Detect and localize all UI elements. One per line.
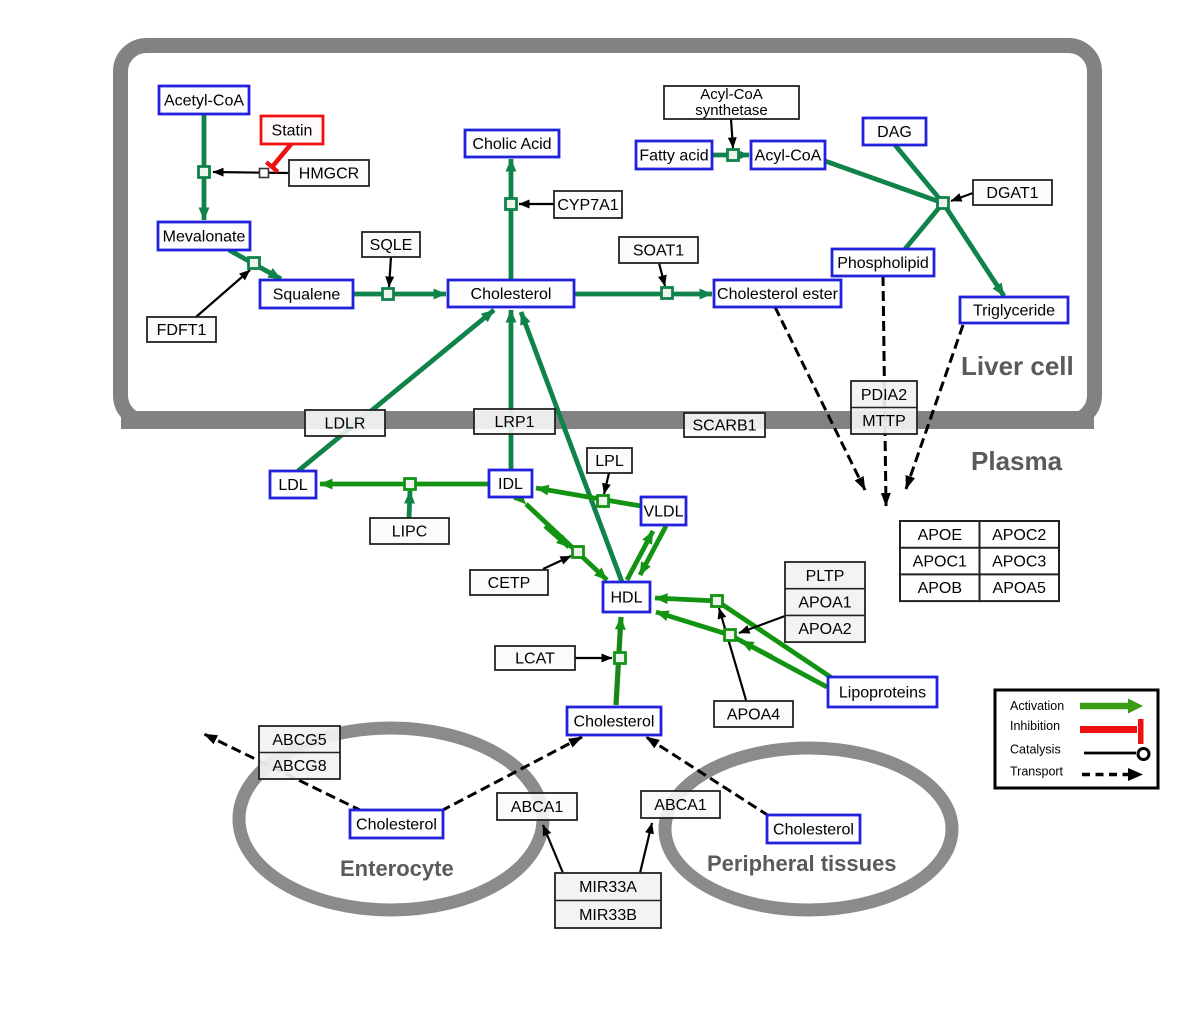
svg-text:CETP: CETP [488,575,531,592]
svg-text:CYP7A1: CYP7A1 [557,197,618,214]
svg-text:ABCG8: ABCG8 [272,758,326,775]
svg-text:synthetase: synthetase [695,102,768,119]
svg-text:ABCA1: ABCA1 [654,797,707,814]
svg-text:Acyl-CoA: Acyl-CoA [755,148,822,165]
svg-text:Acyl-CoA: Acyl-CoA [700,86,763,103]
svg-text:VLDL: VLDL [643,504,683,521]
svg-text:LPL: LPL [595,453,624,470]
svg-text:APOA1: APOA1 [798,595,851,612]
svg-text:LRP1: LRP1 [494,414,534,431]
svg-text:Transport: Transport [1010,765,1064,779]
svg-text:APOC1: APOC1 [913,554,967,571]
svg-text:APOE: APOE [918,527,962,544]
svg-text:FDFT1: FDFT1 [157,322,207,339]
svg-text:LCAT: LCAT [515,651,555,668]
svg-text:Mevalonate: Mevalonate [163,229,246,246]
svg-text:MIR33A: MIR33A [579,879,637,896]
svg-text:LDLR: LDLR [325,416,366,433]
svg-text:LDL: LDL [278,477,307,494]
svg-text:Lipoproteins: Lipoproteins [839,685,926,702]
svg-text:DGAT1: DGAT1 [986,185,1038,202]
svg-text:APOC3: APOC3 [992,554,1046,571]
svg-text:Triglyceride: Triglyceride [973,303,1055,320]
svg-text:PDIA2: PDIA2 [861,387,907,404]
svg-text:SQLE: SQLE [370,237,413,254]
svg-text:Phospholipid: Phospholipid [837,255,929,272]
svg-text:APOA5: APOA5 [993,580,1046,597]
svg-text:MIR33B: MIR33B [579,907,637,924]
svg-text:Peripheral tissues: Peripheral tissues [707,851,897,876]
svg-text:APOC2: APOC2 [992,527,1046,544]
svg-text:IDL: IDL [498,476,523,493]
svg-text:Liver cell: Liver cell [961,351,1074,381]
svg-text:APOA2: APOA2 [798,621,851,638]
svg-text:Cholesterol: Cholesterol [356,817,437,834]
svg-text:ABCG5: ABCG5 [272,732,326,749]
svg-text:DAG: DAG [877,124,912,141]
svg-text:Cholic Acid: Cholic Acid [472,136,551,153]
svg-text:Cholesterol: Cholesterol [773,822,854,839]
svg-text:Plasma: Plasma [971,446,1063,476]
svg-text:Statin: Statin [272,123,313,140]
svg-text:APOA4: APOA4 [727,707,780,724]
svg-text:SCARB1: SCARB1 [692,418,756,435]
svg-text:Activation: Activation [1010,699,1064,713]
svg-text:LIPC: LIPC [392,524,428,541]
svg-text:Acetyl-CoA: Acetyl-CoA [164,93,244,110]
svg-text:ABCA1: ABCA1 [511,799,564,816]
svg-text:HDL: HDL [610,590,642,607]
svg-text:Squalene: Squalene [273,287,341,304]
svg-text:Fatty acid: Fatty acid [639,148,708,165]
svg-text:Cholesterol: Cholesterol [574,714,655,731]
svg-text:APOB: APOB [918,580,962,597]
svg-text:Cholesterol: Cholesterol [471,286,552,303]
svg-text:HMGCR: HMGCR [299,166,359,183]
svg-text:Catalysis: Catalysis [1010,743,1061,757]
svg-text:PLTP: PLTP [806,568,845,585]
svg-text:SOAT1: SOAT1 [633,243,684,260]
svg-text:MTTP: MTTP [862,413,906,430]
svg-text:Inhibition: Inhibition [1010,719,1060,733]
svg-text:Enterocyte: Enterocyte [340,856,454,881]
svg-text:Cholesterol ester: Cholesterol ester [717,286,839,303]
